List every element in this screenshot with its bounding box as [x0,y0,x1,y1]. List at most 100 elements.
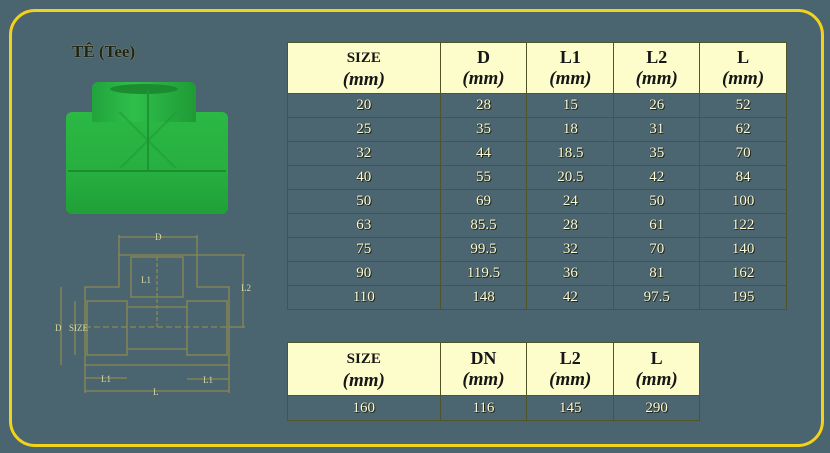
cell-l1: 24 [526,189,615,214]
cell-d: 99.5 [439,237,528,262]
cell-l2: 26 [613,93,701,118]
cell-l1: 15 [526,93,615,118]
cell-l: 84 [699,165,787,190]
tee-dimension-diagram: D L1 L2 D SIZE L1 L1 L [55,232,251,397]
header-unit: (mm) [342,69,385,90]
cell-size: 25 [287,117,441,142]
cell-l2: 31 [613,117,701,142]
tee-seam [68,170,226,172]
cell-d: 85.5 [439,213,528,238]
cell-l2: 145 [526,395,615,421]
dim-label-d-top: D [155,232,162,242]
yellow-frame [9,9,824,447]
cell-d: 44 [439,141,528,166]
cell-l1: 18 [526,117,615,142]
dim-label-size: SIZE [69,323,89,333]
header-label: L2 [559,348,581,368]
technical-drawing: D L1 L2 D SIZE L1 L1 L [45,225,275,405]
header-label: L2 [646,47,668,67]
cell-size: 63 [287,213,441,238]
cell-l1: 18.5 [526,141,615,166]
cell-l: 290 [613,395,700,421]
cell-l1: 32 [526,237,615,262]
header-l2: L2(mm) [613,42,701,94]
dim-label-l2: L2 [241,283,251,293]
cell-l2: 97.5 [613,285,701,310]
header-unit: (mm) [549,369,592,390]
cell-size: 50 [287,189,441,214]
cell-dn: 116 [439,395,528,421]
cell-l2: 70 [613,237,701,262]
cell-d: 28 [439,93,528,118]
cell-l: 122 [699,213,787,238]
header-label: SIZE [346,50,381,66]
header-l: L(mm) [613,342,700,396]
dim-label-l: L [153,387,159,397]
header-label: D [477,47,491,67]
header-label: DN [470,348,497,368]
dim-label-l1-center: L1 [141,275,151,285]
dim-label-l1-bottom-right: L1 [203,375,213,385]
header-label: L [737,47,750,67]
header-unit: (mm) [635,369,678,390]
cell-l: 195 [699,285,787,310]
cell-l2: 61 [613,213,701,238]
header-label: L1 [559,47,581,67]
cell-l2: 81 [613,261,701,286]
cell-l1: 36 [526,261,615,286]
cell-size: 75 [287,237,441,262]
tee-center-line [147,90,149,170]
cell-d: 35 [439,117,528,142]
header-size: SIZE (mm) [287,342,441,396]
header-l1: L1(mm) [526,42,615,94]
cell-d: 55 [439,165,528,190]
header-l: L(mm) [699,42,787,94]
cell-l2: 35 [613,141,701,166]
header-label: SIZE [346,351,381,367]
table-header-row: SIZE(mm) DN(mm) L2(mm) L(mm) [287,342,700,396]
cell-l: 140 [699,237,787,262]
tee-mouth [110,84,178,94]
cell-l: 162 [699,261,787,286]
header-unit: (mm) [549,68,592,89]
cell-l1: 28 [526,213,615,238]
header-unit: (mm) [342,370,385,391]
cell-l1: 42 [526,285,615,310]
dim-label-d-left: D [55,323,62,333]
tee-fitting-image [66,82,228,214]
table-header-row: SIZE(mm) D(mm) L1(mm) L2(mm) L(mm) [287,42,787,94]
header-size: SIZE (mm) [287,42,441,94]
cell-l: 62 [699,117,787,142]
cell-l2: 42 [613,165,701,190]
header-unit: (mm) [635,68,678,89]
cell-d: 119.5 [439,261,528,286]
header-unit: (mm) [721,68,765,89]
header-l2: L2(mm) [526,342,615,396]
header-d: D(mm) [439,42,528,94]
header-label: L [650,348,663,368]
header-dn: DN(mm) [439,342,528,396]
cell-size: 110 [287,285,441,310]
cell-l1: 20.5 [526,165,615,190]
cell-size: 160 [287,395,441,421]
cell-l2: 50 [613,189,701,214]
cell-size: 20 [287,93,441,118]
cell-l: 70 [699,141,787,166]
dim-label-l1-bottom-left: L1 [101,374,111,384]
cell-l: 100 [699,189,787,214]
cell-size: 32 [287,141,441,166]
header-unit: (mm) [462,369,505,390]
cell-size: 40 [287,165,441,190]
cell-l: 52 [699,93,787,118]
